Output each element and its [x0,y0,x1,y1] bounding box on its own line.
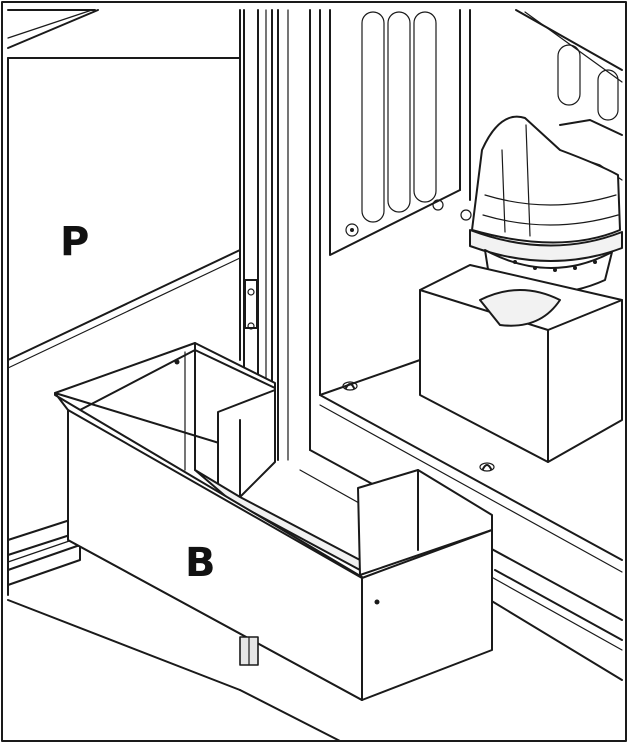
ash-tray-b [54,342,493,701]
burner-base [419,264,623,463]
back-panel [329,9,623,256]
frame-post [243,9,321,461]
side-panel-p [7,9,341,742]
callout-label-p: P [60,219,90,265]
callout-label-b: B [185,540,216,586]
